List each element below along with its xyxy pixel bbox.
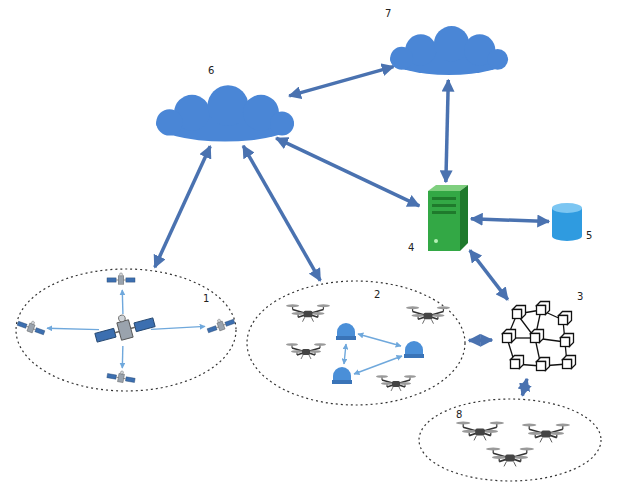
database-icon xyxy=(552,203,582,241)
double-arrow xyxy=(522,379,527,396)
callout-number: 7 xyxy=(385,9,391,19)
satellite-group xyxy=(16,273,235,385)
cloud-shape xyxy=(390,26,508,75)
server-icon xyxy=(428,185,468,251)
callout-number: 8 xyxy=(456,410,462,420)
server-node: 4 xyxy=(422,185,468,251)
double-arrow xyxy=(243,146,320,281)
drones3-node: 8 xyxy=(418,398,602,482)
drone-group xyxy=(456,421,570,466)
chain-art xyxy=(495,302,581,376)
group-ellipse xyxy=(16,269,236,391)
sats-node: 1 xyxy=(15,268,237,392)
blockchain-icon xyxy=(503,302,576,371)
double-arrow xyxy=(470,250,508,299)
group-ellipse xyxy=(419,399,601,481)
callout-number: 1 xyxy=(203,294,209,304)
callout-number: 4 xyxy=(408,243,414,253)
cloud-art xyxy=(385,25,513,77)
cloud-art xyxy=(150,84,300,144)
double-arrow xyxy=(446,80,448,182)
double-arrow xyxy=(471,219,549,222)
double-arrow xyxy=(469,338,492,342)
double-arrow xyxy=(155,146,210,267)
callout-number: 2 xyxy=(374,290,380,300)
group-ellipse xyxy=(247,281,465,405)
cloud-node: 6 xyxy=(150,84,300,144)
callout-number: 6 xyxy=(208,66,214,76)
chain-node: 3 xyxy=(495,302,581,376)
drones3-art xyxy=(418,398,602,482)
drone-group xyxy=(286,304,450,391)
server-art xyxy=(422,185,468,251)
double-arrow xyxy=(276,138,419,206)
drones-node: 2 xyxy=(246,280,466,406)
cloud-shape xyxy=(156,85,294,141)
db-node: 5 xyxy=(552,203,582,241)
sats-art xyxy=(15,268,237,392)
callout-number: 5 xyxy=(586,231,592,241)
db-art xyxy=(552,203,582,241)
callout-number: 3 xyxy=(577,292,583,302)
cloud-node: 7 xyxy=(385,25,513,77)
drones-art xyxy=(246,280,466,406)
double-arrow xyxy=(289,67,393,96)
